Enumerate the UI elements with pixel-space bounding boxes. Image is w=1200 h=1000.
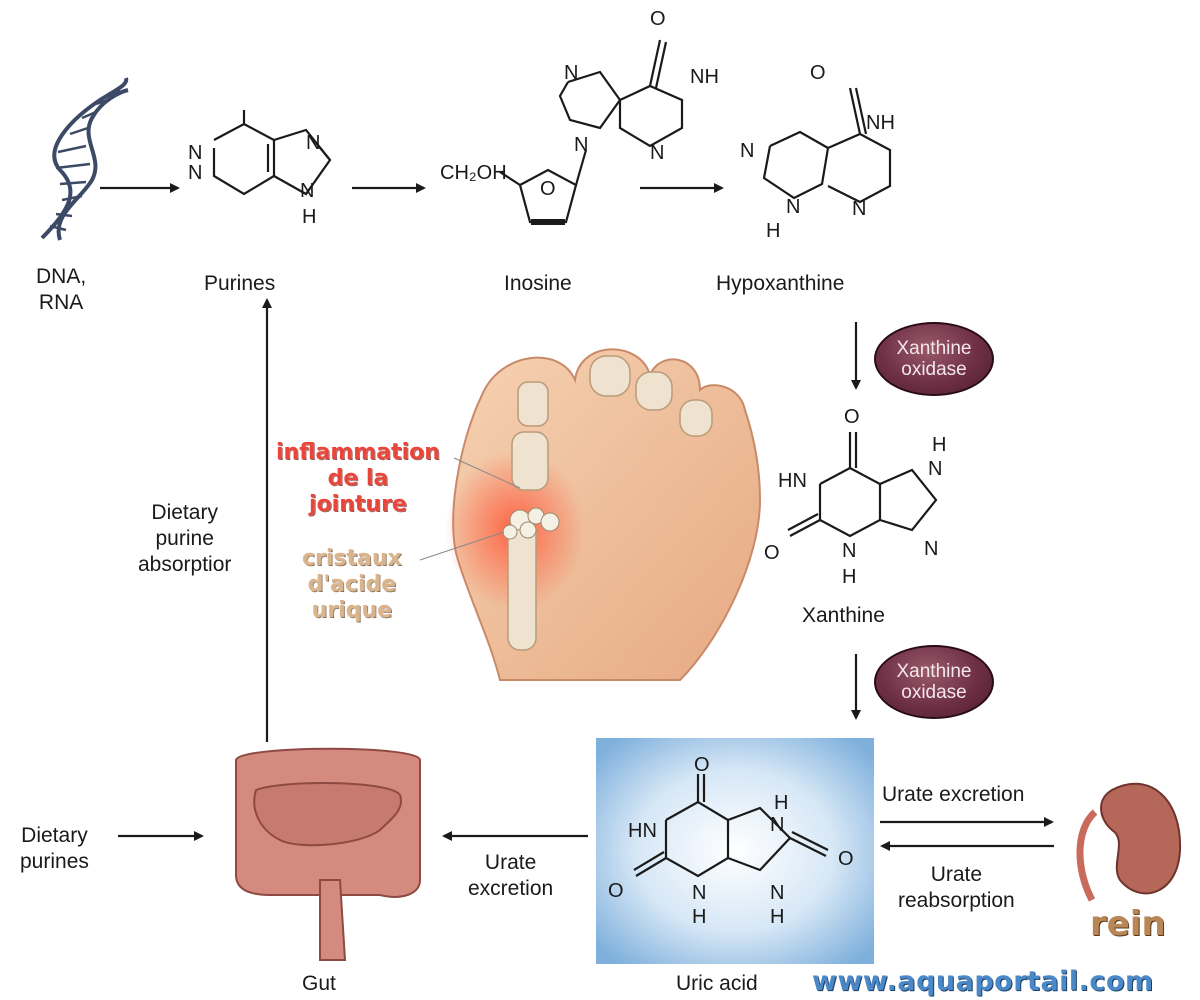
label-line: Dietary [151,501,218,524]
purine-n9: N [300,180,315,202]
rna-label: RNA [38,291,84,314]
xanthine-label: Xanthine [802,604,885,627]
enzyme-name-2: oxidase [901,359,967,380]
urate-excretion-kidney-label: Urate excretion [882,783,1025,806]
label-line: purines [20,850,89,873]
purine-n3: N [188,162,203,184]
inosine-n7: N [564,62,579,84]
kidney-illustration [1076,782,1182,902]
inosine-n9: N [574,134,589,156]
label-line: reabsorption [898,889,1015,912]
overlay-line: urique [311,598,393,623]
overlay-line: d'acide [307,572,397,597]
hypoxanthine-n9: N [786,196,801,218]
overlay-line: cristaux [302,546,402,571]
inosine-nh1: NH [690,66,719,88]
label-line: purine [155,527,214,550]
inosine-o6: O [650,8,666,30]
gut-illustration [235,747,421,961]
xanthine-h7: H [932,434,947,456]
kidney-overlay: rein [1090,904,1166,944]
dna-label: DNA, [36,265,87,288]
dna-rna-label: DNA, RNA [36,264,86,316]
enzyme-name: Xanthine [896,661,972,682]
xanthine-oxidase-badge-2: Xanthine oxidase [874,645,994,719]
urate-reabsorption-label: Urate reabsorption [898,862,1015,914]
overlay-line: inflammation [276,440,440,465]
xanthine-n3: N [842,540,857,562]
uric-h9: H [770,906,785,928]
label-line: excretion [468,877,554,900]
pathway-arrows [100,183,1054,851]
hypoxanthine-n3: N [852,198,867,220]
uric-h3: H [692,906,707,928]
purines-label: Purines [204,272,276,295]
label-line: Dietary [21,824,88,847]
hypoxanthine-label: Hypoxanthine [716,272,845,295]
urate-excretion-gut-label: Urate excretion [468,850,553,902]
gut-label: Gut [302,972,336,995]
dna-helix-icon [40,77,129,241]
xanthine-structure [787,432,938,538]
label-line: Urate [484,851,537,874]
xanthine-o2: O [764,542,780,564]
inosine-label: Inosine [504,272,572,295]
xanthine-n7: N [928,458,943,480]
label-line: Urate [930,863,983,886]
xanthine-h3: H [842,566,857,588]
dietary-purines-label: Dietary purines [20,823,89,875]
inosine-ring-o: O [540,178,556,200]
hypoxanthine-nh1: NH [866,112,895,134]
inosine-structure [499,39,684,225]
inosine-n3: N [650,142,665,164]
hypoxanthine-structure [762,87,892,204]
uric-h7: H [774,792,789,814]
purine-n1: N [188,142,203,164]
uric-hn1: HN [628,820,657,842]
uric-n9: N [770,882,785,904]
purine-structure [212,110,332,196]
purine-h9: H [302,206,317,228]
inflammation-overlay: inflammation de la jointure [276,440,440,518]
hypoxanthine-h9: H [766,220,781,242]
uric-o8: O [838,848,854,870]
enzyme-name: Xanthine [896,338,972,359]
uric-n7: N [770,814,785,836]
crystals-overlay: cristaux d'acide urique [302,546,402,624]
xanthine-oxidase-badge-1: Xanthine oxidase [874,322,994,396]
uric-acid-structure [633,774,829,878]
overlay-line: jointure [309,492,407,517]
enzyme-name-2: oxidase [901,682,967,703]
uric-n3: N [692,882,707,904]
hypoxanthine-o6: O [810,62,826,84]
hypoxanthine-n7: N [740,140,755,162]
overlay-line: de la [327,466,389,491]
xanthine-o6: O [844,406,860,428]
xanthine-n9: N [924,538,939,560]
label-line: absorptior [138,553,232,576]
xanthine-hn1: HN [778,470,807,492]
purine-n7: N [306,132,321,154]
uric-o6: O [694,754,710,776]
uric-acid-panel [596,738,874,964]
gout-foot-illustration [419,348,762,681]
uric-acid-label: Uric acid [676,972,758,995]
inosine-ch2oh: CH₂OH [440,162,507,184]
dietary-absorption-label: Dietary purine absorptior [138,500,231,578]
uric-o2: O [608,880,624,902]
watermark: www.aquaportail.com [812,966,1154,997]
